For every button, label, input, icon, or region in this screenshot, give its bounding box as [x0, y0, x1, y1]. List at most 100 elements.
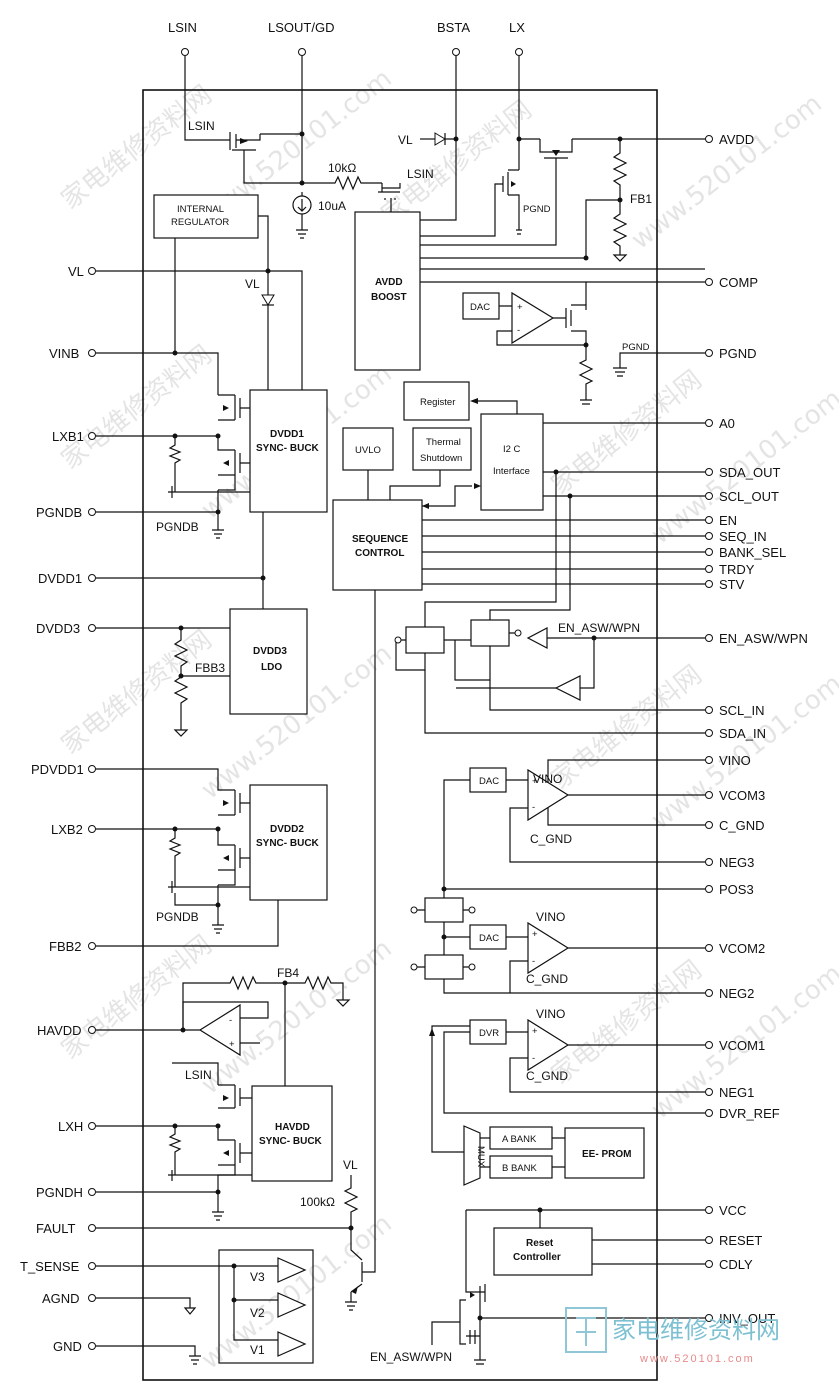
reset-controller-title: Reset [526, 1238, 554, 1249]
v1-label: V1 [250, 1343, 265, 1357]
pin-t-sense[interactable] [88, 1262, 96, 1270]
pin-pdvdd1-label: PDVDD1 [31, 762, 84, 777]
pin-dvr-ref[interactable] [705, 1109, 713, 1117]
watermark: 家电维修资料网 [546, 955, 708, 1091]
pin-avdd[interactable] [705, 135, 713, 143]
pin-vinb[interactable] [88, 349, 96, 357]
pin-vcom1[interactable] [705, 1041, 713, 1049]
uvlo-block [342, 427, 394, 471]
pin-pos3[interactable] [705, 885, 713, 893]
pin-a0[interactable] [705, 419, 713, 427]
pin-neg3-label: NEG3 [719, 855, 754, 870]
pin-dvdd3[interactable] [88, 624, 96, 632]
pin-vcom3[interactable] [705, 791, 713, 799]
pin-seq-in[interactable] [705, 532, 713, 540]
pin-stv-label: STV [719, 577, 745, 592]
dvdd1-buck-subtitle: SYNC- BUCK [256, 443, 320, 454]
pgndb-label: PGNDB [156, 520, 199, 534]
neg-switch-icon [424, 954, 464, 980]
cgnd3-label: C_GND [530, 832, 572, 846]
pin-cdly[interactable] [705, 1260, 713, 1268]
pin-lx[interactable] [515, 48, 523, 56]
dvdd2-buck-subtitle: SYNC- BUCK [256, 838, 320, 849]
pin-trdy[interactable] [705, 565, 713, 573]
pin-scl-out[interactable] [705, 492, 713, 500]
pin-neg2-label: NEG2 [719, 986, 754, 1001]
pin-lxb2[interactable] [88, 825, 96, 833]
pin-vl[interactable] [88, 267, 96, 275]
pin-dvdd3-label: DVDD3 [36, 621, 80, 636]
pin-vcc[interactable] [705, 1206, 713, 1214]
pin-inv-out[interactable] [705, 1314, 713, 1322]
pin-c-gnd[interactable] [705, 821, 713, 829]
dac-vcom3-label: DAC [479, 776, 499, 787]
avdd-boost-block [354, 211, 421, 371]
dvdd1-section: VL DVDD1 SYNC- BUCK PGNDB [96, 268, 328, 581]
havdd-buck-subtitle: SYNC- BUCK [259, 1136, 323, 1147]
pin-fault[interactable] [88, 1224, 96, 1232]
mux-label: MUX [475, 1146, 486, 1168]
pin-lsout-gd[interactable] [298, 48, 306, 56]
pin-fbb2[interactable] [88, 942, 96, 950]
pin-stv[interactable] [705, 580, 713, 588]
pin-pdvdd1[interactable] [88, 765, 96, 773]
watermark: 家电维修资料网 [546, 365, 708, 501]
vl-diode-icon [261, 294, 275, 306]
sequence-control-subtitle: CONTROL [355, 548, 404, 559]
pin-dvdd1[interactable] [88, 574, 96, 582]
pin-lsin[interactable] [181, 48, 189, 56]
pin-bank-sel[interactable] [705, 548, 713, 556]
internal-regulator-title: INTERNAL [177, 204, 224, 215]
pin-lxb1[interactable] [88, 432, 96, 440]
pin-fault-label: FAULT [36, 1221, 76, 1236]
pin-neg3[interactable] [705, 858, 713, 866]
pin-neg2[interactable] [705, 989, 713, 997]
pin-en[interactable] [705, 516, 713, 524]
eeprom-section: MUX A BANK B BANK EE- PROM [463, 1125, 645, 1186]
havdd-buck-title: HAVDD [275, 1122, 310, 1133]
comp-opamp-icon [511, 291, 555, 345]
pin-vcom2-label: VCOM2 [719, 941, 765, 956]
pin-reset[interactable] [705, 1236, 713, 1244]
pin-agnd-label: AGND [42, 1291, 80, 1306]
pin-sda-out-label: SDA_OUT [719, 465, 780, 480]
site-logo: 家电维修资料网 www.520101.com [565, 1307, 780, 1365]
pin-sda-out[interactable] [705, 468, 713, 476]
pin-vinb-label: VINB [49, 346, 79, 361]
pin-fbb2-label: FBB2 [49, 939, 82, 954]
pin-pgndh[interactable] [88, 1188, 96, 1196]
pin-sda-in-label: SDA_IN [719, 726, 766, 741]
lsin-mosfet-label: LSIN [407, 167, 434, 181]
load-switch: LSIN 10uA 10kΩ LSIN [184, 56, 434, 239]
pin-comp[interactable] [705, 278, 713, 286]
pin-neg1[interactable] [705, 1088, 713, 1096]
pin-sda-in[interactable] [705, 729, 713, 737]
pin-lxh[interactable] [88, 1122, 96, 1130]
pin-vino-label: VINO [719, 753, 751, 768]
en-asw-wpn-inner-label: EN_ASW/WPN [558, 621, 640, 635]
pin-bsta[interactable] [452, 48, 460, 56]
pin-pgndb[interactable] [88, 508, 96, 516]
pin-dvdd1-label: DVDD1 [38, 571, 82, 586]
pin-pgnd[interactable] [705, 349, 713, 357]
pin-en-label: EN [719, 513, 737, 528]
v1-comparator-icon [277, 1331, 307, 1357]
pin-gnd[interactable] [88, 1342, 96, 1350]
pin-en-asw-wpn[interactable] [705, 634, 713, 642]
pin-havdd[interactable] [88, 1026, 96, 1034]
pin-lsout-gd-label: LSOUT/GD [268, 20, 334, 35]
pin-scl-in[interactable] [705, 706, 713, 714]
pin-vcc-label: VCC [719, 1203, 746, 1218]
pin-vino[interactable] [705, 756, 713, 764]
pin-vcom2[interactable] [705, 944, 713, 952]
pin-lxh-label: LXH [58, 1119, 83, 1134]
top-pins: LSIN LSOUT/GD BSTA LX [168, 20, 525, 56]
pin-agnd[interactable] [88, 1294, 96, 1302]
plus-sign: + [532, 929, 538, 940]
pin-en-asw-wpn-label: EN_ASW/WPN [719, 631, 808, 646]
pin-scl-in-label: SCL_IN [719, 703, 765, 718]
pin-lsin-label: LSIN [168, 20, 197, 35]
minus-sign: - [229, 1015, 232, 1026]
vl-pullup-label: VL [343, 1158, 358, 1172]
